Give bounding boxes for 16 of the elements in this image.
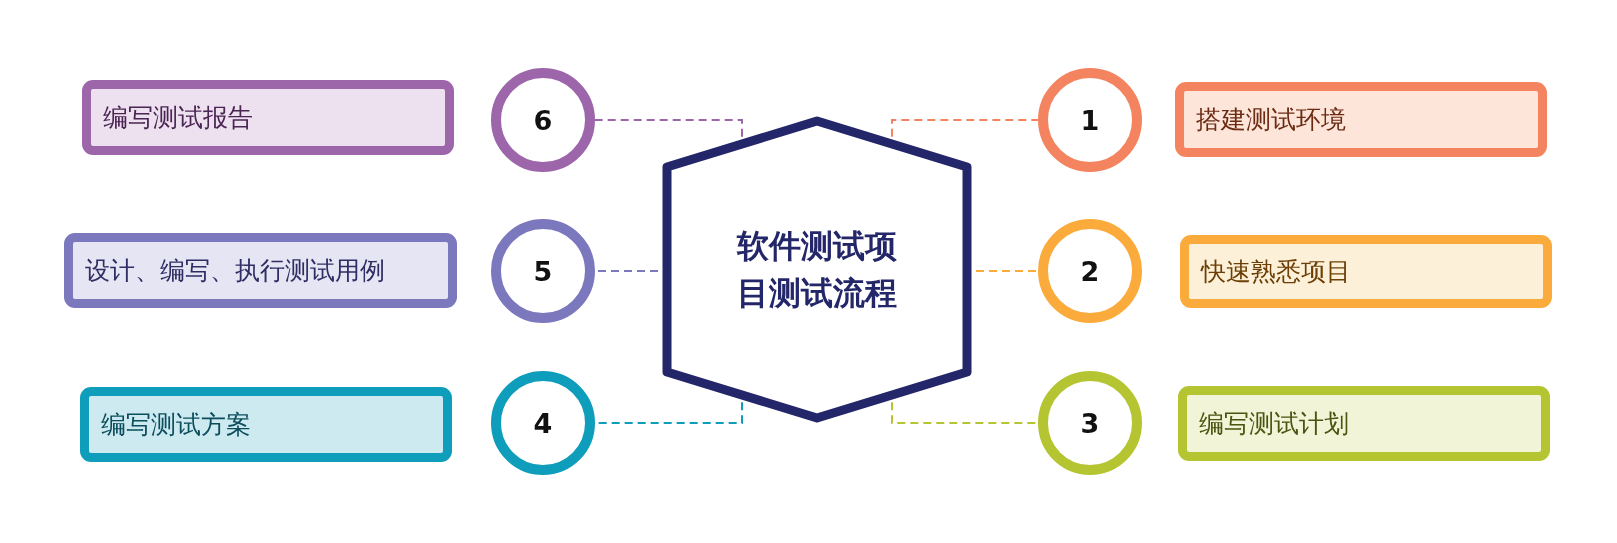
step-number: 2 <box>1038 219 1142 323</box>
step-box: 编写测试计划 <box>1178 386 1550 461</box>
step-box: 搭建测试环境 <box>1175 82 1547 157</box>
step-box: 编写测试方案 <box>80 387 452 462</box>
step-number: 3 <box>1038 371 1142 475</box>
step-box: 快速熟悉项目 <box>1180 235 1552 308</box>
connector-line <box>975 270 1039 272</box>
central-topic: 软件测试项目测试流程 <box>735 226 898 314</box>
step-number: 4 <box>491 371 595 475</box>
step-number: 6 <box>491 68 595 172</box>
step-number: 1 <box>1038 68 1142 172</box>
connector-line <box>891 119 1039 138</box>
step-box: 编写测试报告 <box>82 80 454 155</box>
connector-line <box>594 119 743 138</box>
step-box: 设计、编写、执行测试用例 <box>64 233 457 308</box>
step-number: 5 <box>491 219 595 323</box>
